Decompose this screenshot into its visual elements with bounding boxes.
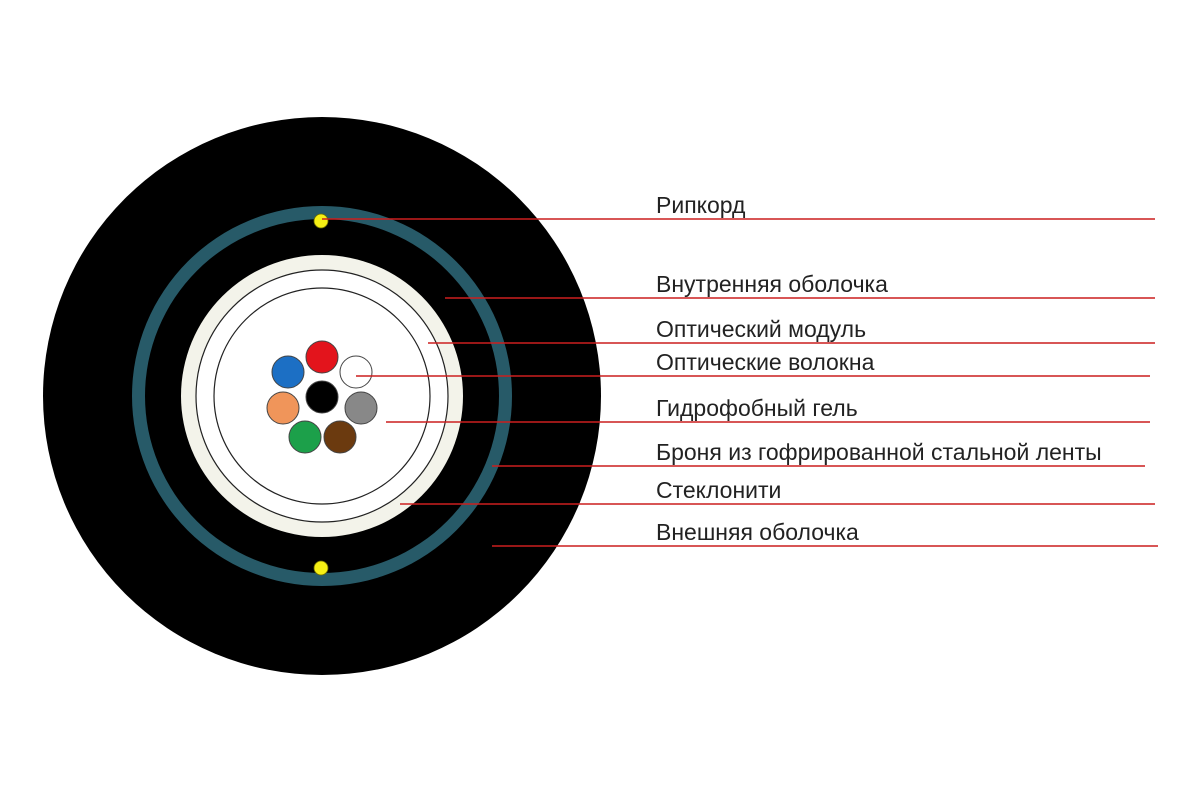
red-fiber: [305, 340, 339, 374]
orange-fiber: [266, 391, 300, 425]
ripcord-top: [313, 213, 329, 229]
leader-lines: [322, 218, 1158, 547]
gray-fiber: [344, 391, 378, 425]
white-fiber: [339, 355, 373, 389]
optical-fibers-label: Оптические волокна: [656, 349, 875, 375]
black-center-fiber: [305, 380, 339, 414]
hydrophobic-gel-label: Гидрофобный гель: [656, 395, 858, 421]
cable-cross-section: [43, 117, 601, 675]
ripcord-bottom: [313, 560, 329, 576]
inner-sheath-label: Внутренняя оболочка: [656, 271, 888, 297]
blue-fiber: [271, 355, 305, 389]
outer-sheath-label: Внешняя оболочка: [656, 519, 859, 545]
brown-fiber: [323, 420, 357, 454]
ripcord-label: Рипкорд: [656, 192, 746, 218]
armor-tape-label: Броня из гофрированной стальной ленты: [656, 439, 1102, 465]
glass-yarns-label: Стеклонити: [656, 477, 781, 503]
green-fiber: [288, 420, 322, 454]
optical-module-label: Оптический модуль: [656, 316, 866, 342]
